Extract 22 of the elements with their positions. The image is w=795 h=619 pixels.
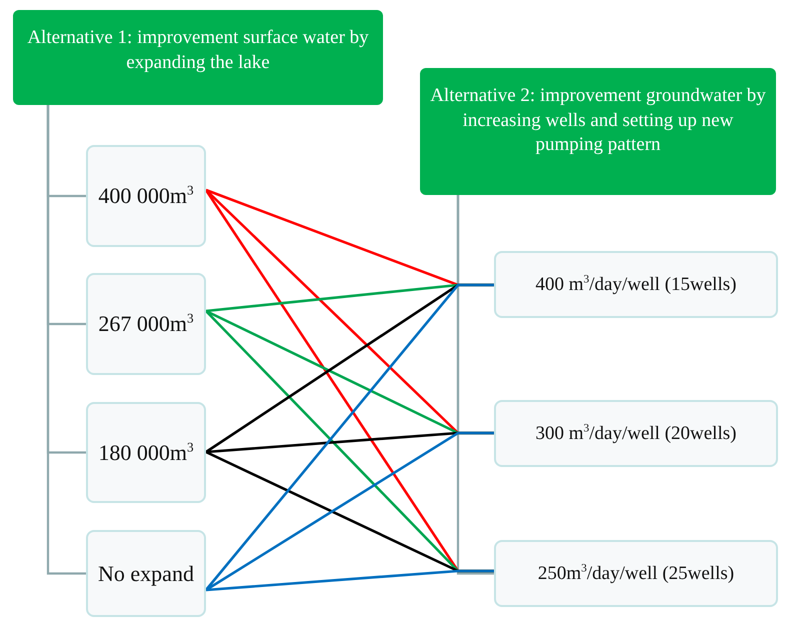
option-label: 180 000m$^{3}$ <box>98 440 194 466</box>
connector-line <box>205 432 494 592</box>
option-label: 300 m$^{3}$/day/well (20wells) <box>536 422 736 444</box>
option-label: 267 000m$^{3}$ <box>98 311 194 337</box>
bracket-line <box>456 195 494 575</box>
option-box <box>494 251 778 318</box>
option-box <box>494 400 778 467</box>
option-box <box>494 540 778 607</box>
option-label: 400 000m$^{3}$ <box>98 183 194 209</box>
header-text: Alternative 2: improvement groundwater by increasing wells and setting up new pumping pattern <box>430 84 766 158</box>
option-label: No expand <box>98 560 194 586</box>
header-box <box>13 10 383 105</box>
option-box <box>86 145 206 247</box>
option-label: 250m$^{3}$/day/well (25wells) <box>538 562 734 584</box>
header-box <box>420 68 776 195</box>
option-box <box>86 402 206 503</box>
bracket-line <box>46 105 86 575</box>
option-box <box>86 530 206 617</box>
option-box <box>86 273 206 375</box>
option-label: 400 m$^{3}$/day/well (15wells) <box>536 274 736 296</box>
header-text: Alternative 1: improvement surface water by expanding the lake <box>26 26 370 75</box>
connector-line <box>206 570 494 592</box>
